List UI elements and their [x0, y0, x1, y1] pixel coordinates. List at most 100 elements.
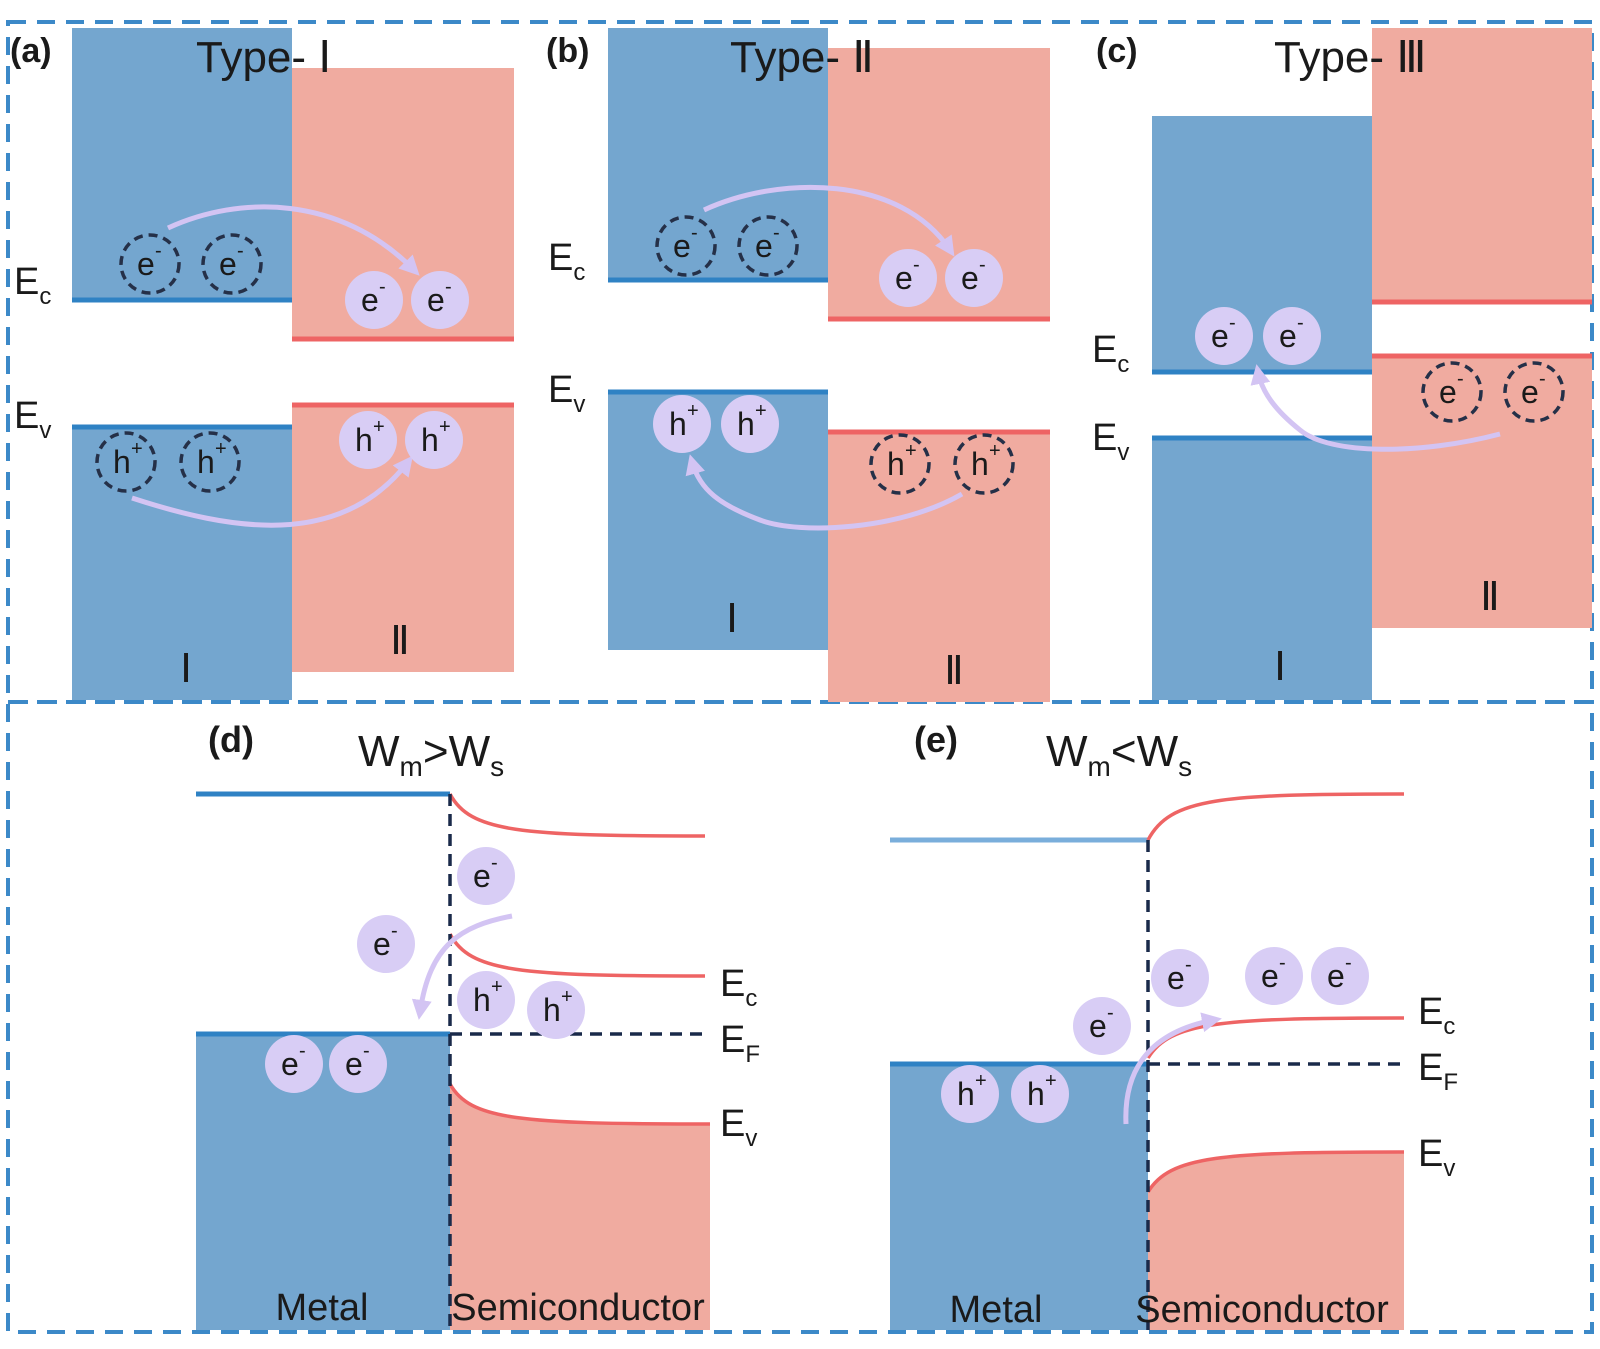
label-II-a: Ⅱ: [390, 618, 410, 663]
electron-vacancy-marker: e-: [201, 233, 263, 295]
carrier-circle: [1151, 949, 1209, 1007]
ev-label-e: Ev: [1418, 1133, 1455, 1182]
carrier-charge-sign: +: [905, 440, 917, 462]
panel-e-title: Wm<Ws: [1046, 727, 1192, 782]
label-II-c: Ⅱ: [1480, 574, 1500, 619]
carrier-circle: [655, 215, 717, 277]
hole-marker: h+: [457, 971, 515, 1029]
carrier-charge-sign: +: [1045, 1070, 1057, 1092]
semiconductor-label-e: Semiconductor: [1135, 1289, 1389, 1331]
carrier-charge-sign: -: [379, 276, 386, 298]
carrier-symbol: h: [113, 444, 131, 480]
carrier-circle: [653, 395, 711, 453]
carrier-circle: [329, 1035, 387, 1093]
panel-c-title: Type- Ⅲ: [1274, 33, 1427, 82]
hole-marker: h+: [721, 395, 779, 453]
carrier-symbol: h: [543, 992, 561, 1028]
metal-label-d: Metal: [276, 1287, 369, 1329]
carrier-circle: [95, 431, 157, 493]
ev-label-d: Ev: [720, 1103, 757, 1152]
carrier-circle: [411, 271, 469, 329]
electron-flow-arrow-e: [1123, 1012, 1222, 1125]
carrier-circle: [1195, 307, 1253, 365]
carrier-symbol: h: [197, 444, 215, 480]
carrier-symbol: e: [427, 282, 445, 318]
electron-marker: e-: [945, 249, 1003, 307]
carrier-circle: [357, 915, 415, 973]
electron-marker: e-: [1151, 949, 1209, 1007]
hole-transfer-arrow-a: [131, 455, 413, 528]
electron-vacancy-marker: e-: [1503, 361, 1565, 423]
electron-marker: e-: [457, 847, 515, 905]
vacuum-curve-e: [1146, 792, 1405, 841]
carrier-charge-sign: -: [391, 920, 398, 942]
ev-label-c: Ev: [1092, 417, 1129, 466]
ec-label-e: Ec: [1418, 991, 1455, 1040]
carrier-charge-sign: -: [491, 852, 498, 874]
electron-marker: e-: [329, 1035, 387, 1093]
carrier-charge-sign: -: [979, 254, 986, 276]
hole-transfer-arrow-b: [685, 454, 964, 531]
carrier-charge-sign: -: [913, 254, 920, 276]
ec-label-a: Ec: [14, 261, 51, 310]
electron-marker: e-: [357, 915, 415, 973]
carrier-symbol: h: [737, 406, 755, 442]
carrier-symbol: h: [1027, 1076, 1045, 1112]
vb-I-c: [1152, 438, 1372, 700]
vacuum-curve-d: [448, 793, 706, 838]
electron-transfer-arrow-c: [1250, 364, 1501, 452]
carrier-charge-sign: -: [445, 276, 452, 298]
hole-vacancy-marker: h+: [953, 433, 1015, 495]
electron-marker: e-: [411, 271, 469, 329]
carrier-charge-sign: -: [299, 1040, 306, 1062]
carrier-charge-sign: -: [1229, 312, 1236, 334]
ec-label-c: Ec: [1092, 329, 1129, 378]
carrier-circle: [721, 395, 779, 453]
carrier-circle: [1011, 1065, 1069, 1123]
electron-marker: e-: [1073, 997, 1131, 1055]
carrier-charge-sign: +: [131, 438, 143, 460]
hole-marker: h+: [1011, 1065, 1069, 1123]
electron-marker: e-: [1245, 947, 1303, 1005]
carrier-symbol: h: [421, 422, 439, 458]
metal-block-d: [196, 1034, 450, 1330]
carrier-circle: [527, 981, 585, 1039]
panel-d-tag: (d): [208, 719, 254, 760]
carrier-circle: [879, 249, 937, 307]
carrier-symbol: e: [755, 228, 773, 264]
ec-label-d: Ec: [720, 963, 757, 1012]
carrier-circle: [941, 1065, 999, 1123]
carrier-circle: [953, 433, 1015, 495]
carrier-symbol: h: [355, 422, 373, 458]
electron-vacancy-marker: e-: [119, 233, 181, 295]
carrier-symbol: e: [345, 1046, 363, 1082]
carrier-symbol: e: [1261, 958, 1279, 994]
electron-flow-arrow-d: [411, 913, 513, 1020]
carrier-circle: [737, 215, 799, 277]
carrier-symbol: e: [1439, 374, 1457, 410]
electron-marker: e-: [345, 271, 403, 329]
carrier-circle: [1245, 947, 1303, 1005]
carrier-symbol: e: [361, 282, 379, 318]
carrier-symbol: e: [1279, 318, 1297, 354]
panel-a-tag: (a): [10, 32, 52, 70]
carrier-charge-sign: -: [1345, 952, 1352, 974]
carrier-charge-sign: -: [237, 240, 244, 262]
panel-b-tag: (b): [546, 32, 589, 70]
carrier-charge-sign: +: [687, 400, 699, 422]
ev-curve-d: [448, 1083, 711, 1126]
electron-transfer-arrow-b: [702, 184, 955, 257]
carrier-circle: [1421, 361, 1483, 423]
ec-label-b: Ec: [548, 237, 585, 286]
electron-vacancy-marker: e-: [655, 215, 717, 277]
cb-I-b: [608, 28, 828, 280]
carrier-symbol: e: [219, 246, 237, 282]
carrier-symbol: e: [473, 858, 491, 894]
carrier-circle: [265, 1035, 323, 1093]
electron-marker: e-: [265, 1035, 323, 1093]
panel-e-tag: (e): [914, 719, 958, 760]
carrier-charge-sign: -: [1539, 368, 1546, 390]
label-II-b: Ⅱ: [944, 648, 964, 693]
carrier-charge-sign: -: [155, 240, 162, 262]
